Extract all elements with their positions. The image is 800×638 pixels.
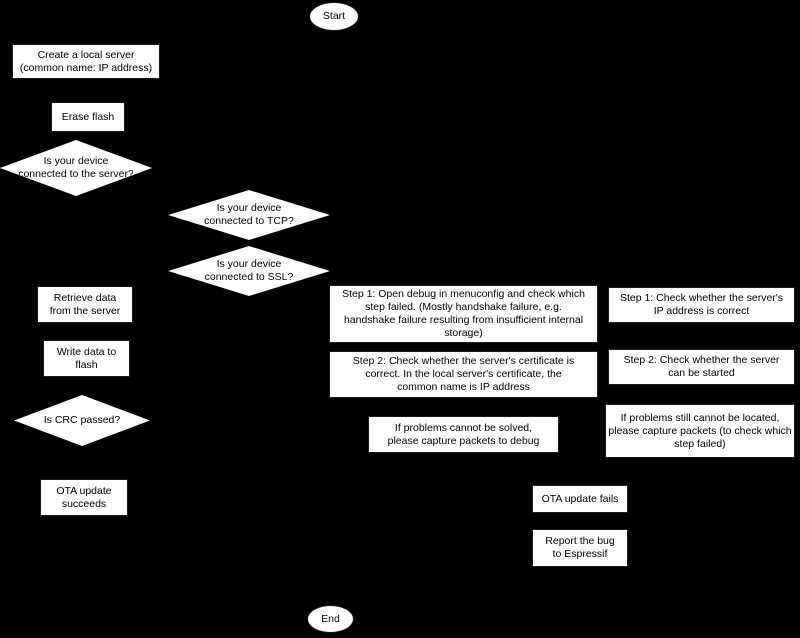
node-label: Step 2: Check whether the server can be … (623, 354, 780, 379)
node-label: Is your device connected to the server? (18, 155, 134, 180)
node-label: Retrieve data from the server (49, 291, 121, 317)
node-label: If problems still cannot be located, ple… (608, 411, 792, 450)
node-label: Write data to flash (56, 345, 117, 371)
node-step1-check-ip: Step 1: Check whether the server's IP ad… (608, 287, 795, 323)
node-label: Step 2: Check whether the server's certi… (352, 355, 575, 393)
node-write-data-to-flash: Write data to flash (43, 340, 130, 377)
node-create-local-server: Create a local server (common name: IP a… (12, 44, 160, 79)
node-ota-update-succeeds: OTA update succeeds (40, 479, 128, 516)
node-label: If problems cannot be solved, please cap… (387, 421, 540, 447)
node-label: Report the bug to Espressif (545, 535, 615, 560)
decision-connected-to-tcp: Is your device connected to TCP? (168, 190, 330, 240)
node-report-bug: Report the bug to Espressif (532, 529, 628, 567)
node-ota-update-fails: OTA update fails (532, 485, 628, 513)
node-step2-check-server-start: Step 2: Check whether the server can be … (608, 349, 795, 385)
node-capture-packets-debug: If problems cannot be solved, please cap… (368, 416, 559, 453)
node-label: Erase flash (61, 110, 115, 123)
node-erase-flash: Erase flash (51, 102, 125, 132)
node-start: Start (309, 2, 359, 31)
node-end: End (307, 605, 354, 633)
node-capture-packets-locate: If problems still cannot be located, ple… (605, 404, 795, 458)
node-label: Is CRC passed? (43, 414, 121, 426)
node-label: Is your device connected to SSL? (204, 258, 294, 283)
node-label: Create a local server (common name: IP a… (19, 48, 153, 74)
node-step2-check-certificate: Step 2: Check whether the server's certi… (329, 351, 598, 398)
node-label: OTA update succeeds (56, 484, 112, 510)
decision-connected-to-server: Is your device connected to the server? (0, 140, 152, 196)
node-label: Is your device connected to TCP? (204, 202, 294, 227)
decision-connected-to-ssl: Is your device connected to SSL? (168, 246, 330, 296)
node-label: End (321, 612, 340, 625)
node-label: Start (322, 10, 346, 22)
node-label: OTA update fails (541, 492, 619, 505)
node-label: Step 1: Check whether the server's IP ad… (619, 292, 784, 317)
node-step1-open-debug: Step 1: Open debug in menuconfig and che… (329, 285, 598, 343)
decision-crc-passed: Is CRC passed? (14, 395, 150, 446)
node-label: Step 1: Open debug in menuconfig and che… (342, 288, 585, 339)
node-retrieve-data: Retrieve data from the server (37, 286, 133, 323)
